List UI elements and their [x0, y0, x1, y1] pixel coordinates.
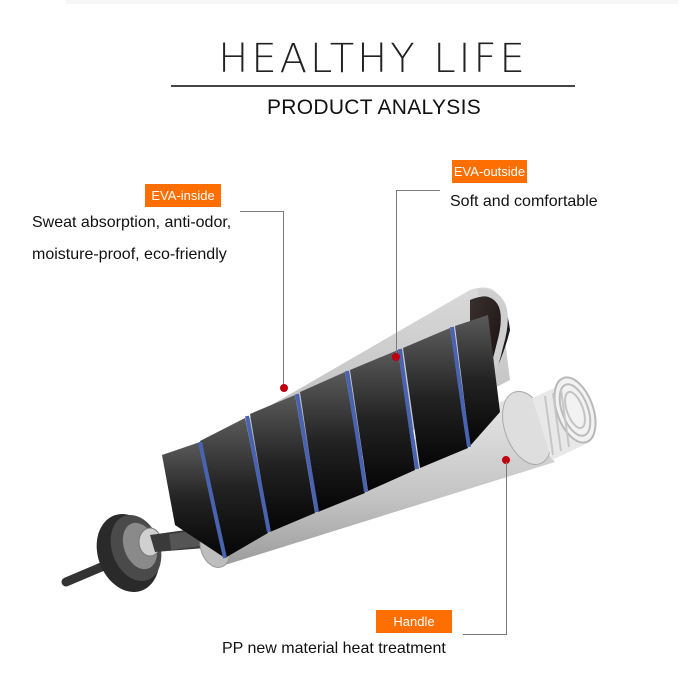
badge-handle: Handle [376, 610, 452, 633]
title-divider [171, 85, 575, 87]
leader-line-eva-inside-h [240, 211, 284, 212]
leader-line-eva-inside-v [283, 211, 284, 388]
desc-eva-inside-line-1: Sweat absorption, anti-odor, [32, 214, 232, 231]
bearing-swivel-cap [96, 514, 205, 592]
leader-line-eva-outside-v [396, 190, 397, 356]
marker-eva-outside [392, 353, 400, 361]
desc-eva-outside-line-1: Soft and comfortable [450, 193, 598, 210]
leader-line-eva-outside-h [396, 190, 440, 191]
badge-eva-inside: EVA-inside [145, 184, 221, 207]
marker-eva-inside [280, 384, 288, 392]
badge-eva-outside: EVA-outside [452, 160, 527, 183]
desc-eva-inside-line-2: moisture-proof, eco-friendly [32, 246, 227, 263]
page-title: HEALTHY LIFE [218, 36, 528, 82]
leader-line-handle-h [463, 634, 507, 635]
inner-eva-segments [162, 315, 500, 559]
page-subtitle: PRODUCT ANALYSIS [266, 96, 482, 119]
threaded-end [532, 376, 597, 460]
top-divider-strip [66, 0, 678, 4]
desc-handle-line-1: PP new material heat treatment [222, 640, 446, 657]
marker-handle [502, 456, 510, 464]
leader-line-handle-v [506, 462, 507, 635]
